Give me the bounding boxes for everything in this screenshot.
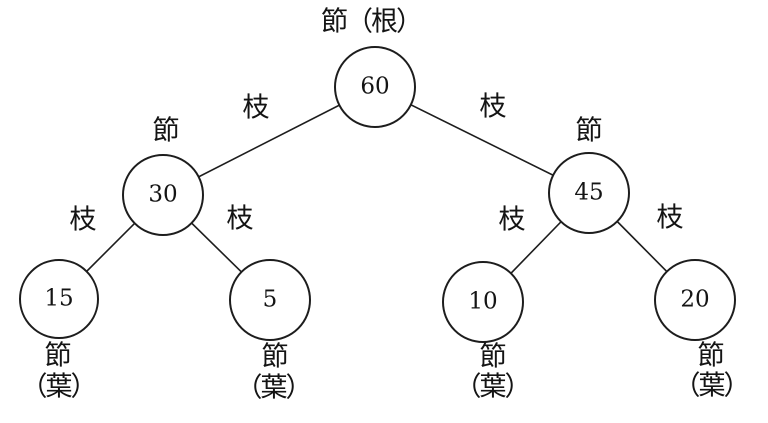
node-value-right-child: 45 bbox=[574, 179, 604, 206]
edge-label-right-leaf4: 枝 bbox=[656, 202, 684, 234]
node-label-leaf-3: 節 bbox=[479, 341, 507, 373]
node-label-leaf-1: 節 bbox=[44, 340, 72, 372]
node-circle-leaf-2 bbox=[229, 259, 311, 341]
node-value-leaf-2: 5 bbox=[262, 286, 278, 313]
node-label-right-child: 節 bbox=[575, 115, 603, 147]
node-label-left-child: 節 bbox=[152, 115, 180, 147]
edge-label-left-leaf1: 枝 bbox=[69, 204, 97, 236]
edge-label-left-leaf2: 枝 bbox=[226, 203, 254, 235]
edge-label-right-leaf3: 枝 bbox=[498, 204, 526, 236]
edge-label-root-left: 枝 bbox=[242, 92, 270, 124]
node-circle-leaf-4 bbox=[654, 259, 736, 341]
node-circle-leaf-3 bbox=[442, 261, 524, 343]
node-sublabel-leaf-1: （葉） bbox=[20, 371, 98, 403]
node-circle-right-child bbox=[548, 152, 630, 234]
node-value-leaf-1: 15 bbox=[44, 285, 74, 312]
node-circle-root bbox=[334, 46, 416, 128]
edge-label-root-right: 枝 bbox=[479, 91, 507, 123]
node-label-root: 節（根） bbox=[321, 6, 423, 38]
node-value-left-child: 30 bbox=[148, 181, 178, 208]
node-circle-left-child bbox=[122, 154, 204, 236]
node-sublabel-leaf-2: （葉） bbox=[235, 372, 313, 404]
node-sublabel-leaf-3: （葉） bbox=[454, 371, 532, 403]
node-circle-leaf-1 bbox=[19, 259, 99, 339]
node-label-leaf-2: 節 bbox=[261, 341, 289, 373]
node-sublabel-leaf-4: （葉） bbox=[673, 370, 751, 402]
node-value-root: 60 bbox=[360, 73, 390, 100]
node-value-leaf-3: 10 bbox=[468, 288, 498, 315]
node-value-leaf-4: 20 bbox=[680, 286, 710, 313]
node-label-leaf-4: 節 bbox=[697, 340, 725, 372]
